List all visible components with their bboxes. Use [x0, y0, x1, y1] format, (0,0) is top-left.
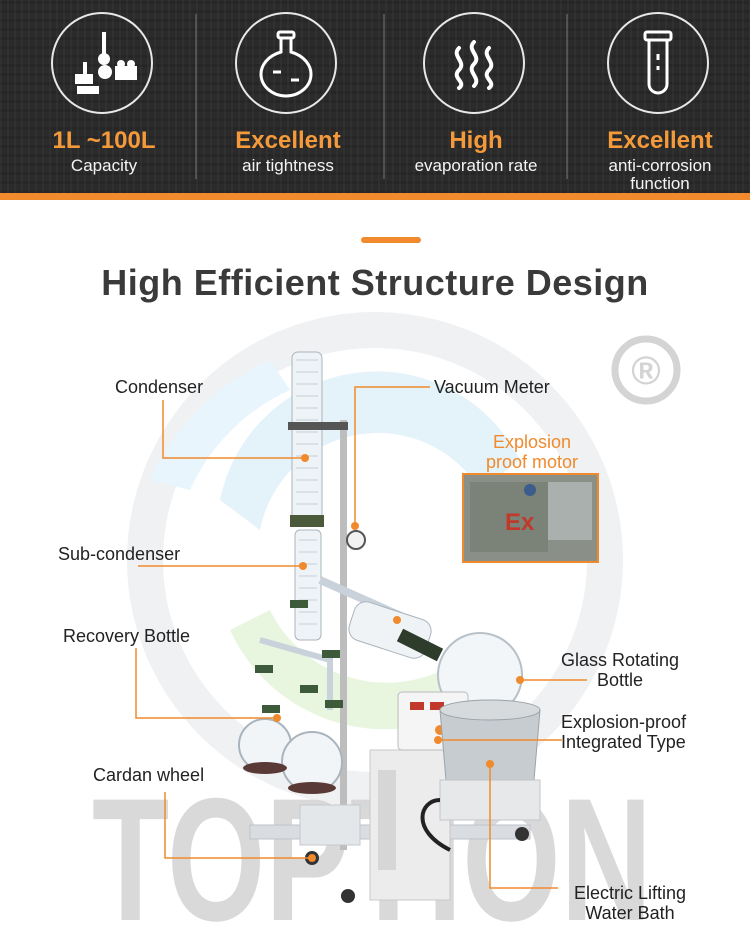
test-tube-icon — [607, 12, 709, 114]
feature-title: 1L ~100L — [52, 127, 156, 154]
feature-title: Excellent — [607, 127, 713, 154]
feature-subtitle: air tightness — [242, 156, 334, 175]
heading-accent-bar — [361, 237, 421, 243]
flask-icon — [235, 12, 337, 114]
banner-divider — [195, 14, 197, 179]
label-recovery-bottle: Recovery Bottle — [63, 626, 191, 646]
feature-subtitle: evaporation rate — [414, 156, 538, 175]
label-electric-lifting-water-bath: Electric Lifting Water Bath — [573, 883, 687, 923]
feature-banner: 1L ~100L Capacity Excellent air tightnes… — [0, 0, 750, 193]
feature-subtitle: Capacity — [70, 156, 138, 175]
structure-diagram: TOPTION ® — [0, 300, 750, 936]
callout-dots — [273, 454, 524, 862]
banner-divider — [383, 14, 385, 179]
label-sub-condenser: Sub-condenser — [58, 544, 181, 564]
lab-equipment-icon — [51, 12, 153, 114]
trademark-icon — [611, 335, 681, 405]
banner-divider — [566, 14, 568, 179]
label-glass-rotating-bottle: Glass Rotating Bottle — [560, 650, 680, 690]
steam-icon — [423, 12, 525, 114]
callout-lines — [135, 386, 587, 889]
feature-title: High — [449, 127, 503, 154]
feature-title: Excellent — [235, 127, 341, 154]
diagram-drawing: TOPTION ® — [92, 312, 681, 936]
banner-accent-stripe — [0, 193, 750, 200]
label-explosion-proof-integrated: Explosion-proof Integrated Type — [561, 712, 687, 752]
page-title: High Efficient Structure Design — [101, 262, 649, 303]
svg-text:Ex: Ex — [505, 509, 535, 536]
trademark-symbol: ® — [631, 349, 660, 393]
label-vacuum-meter: Vacuum Meter — [434, 377, 550, 397]
label-cardan-wheel: Cardan wheel — [93, 765, 205, 785]
label-condenser: Condenser — [115, 377, 204, 397]
label-explosion-proof-motor: Explosion proof motor — [485, 432, 579, 472]
motor-inset-photo: Ex — [462, 473, 599, 563]
feature-subtitle: anti-corrosion function — [608, 156, 712, 193]
